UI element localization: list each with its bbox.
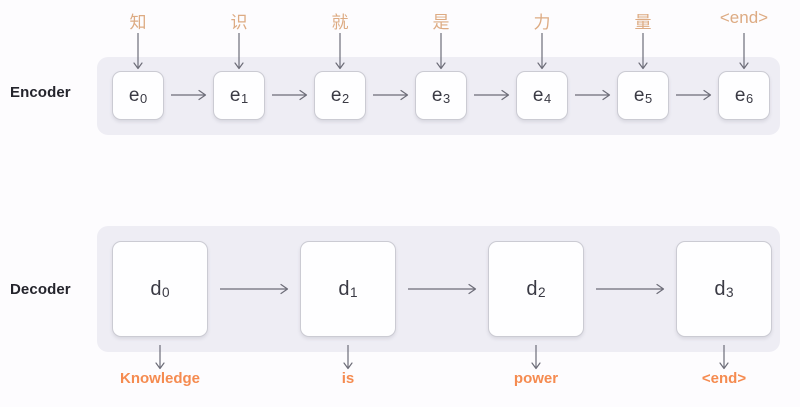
cell-label: e0 — [128, 84, 148, 107]
encoder-cell-0: e0 — [112, 71, 164, 120]
decoder-output-token-1: is — [341, 370, 355, 387]
encoder-input-token-4: 力 — [533, 13, 551, 32]
decoder-row-label: Decoder — [10, 281, 71, 298]
cell-label: e4 — [532, 84, 552, 107]
encoder-cell-2: e2 — [314, 71, 366, 120]
encoder-input-token-0: 知 — [129, 13, 147, 32]
decoder-cell-0: d0 — [112, 241, 208, 337]
cell-label: e3 — [431, 84, 451, 107]
encoder-input-token-5: 量 — [634, 13, 652, 32]
cell-label: e2 — [330, 84, 350, 107]
encoder-cell-5: e5 — [617, 71, 669, 120]
decoder-output-token-3: <end> — [701, 370, 747, 387]
decoder-output-token-2: power — [513, 370, 559, 387]
encoder-input-token-6: <end> — [719, 8, 769, 27]
cell-label: e5 — [633, 84, 653, 107]
encoder-cell-4: e4 — [516, 71, 568, 120]
encoder-cell-6: e6 — [718, 71, 770, 120]
decoder-cell-2: d2 — [488, 241, 584, 337]
decoder-cell-1: d1 — [300, 241, 396, 337]
cell-label: d1 — [338, 277, 358, 301]
encoder-input-token-3: 是 — [432, 13, 450, 32]
cell-label: e1 — [229, 84, 249, 107]
decoder-output-token-0: Knowledge — [119, 370, 201, 387]
encoder-input-token-1: 识 — [230, 13, 248, 32]
encoder-cell-3: e3 — [415, 71, 467, 120]
cell-label: d0 — [150, 277, 170, 301]
decoder-cell-3: d3 — [676, 241, 772, 337]
cell-label: d3 — [714, 277, 734, 301]
encoder-cell-1: e1 — [213, 71, 265, 120]
encoder-row-label: Encoder — [10, 84, 71, 101]
encoder-input-token-2: 就 — [331, 13, 349, 32]
cell-label: d2 — [526, 277, 546, 301]
cell-label: e6 — [734, 84, 754, 107]
